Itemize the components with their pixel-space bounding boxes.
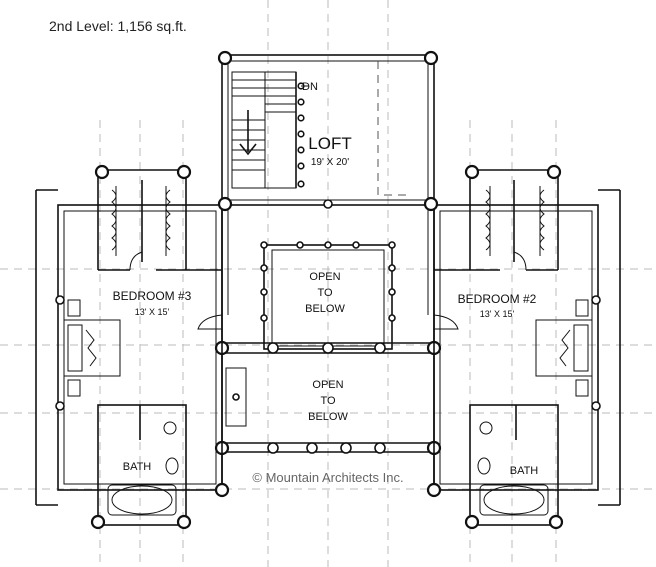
bedroom3-size: 13' X 15' <box>135 307 170 317</box>
loft-name: LOFT <box>308 134 351 153</box>
bedroom2-size: 13' X 15' <box>480 309 515 319</box>
door-swings <box>129 251 527 330</box>
bedroom2-name: BEDROOM #2 <box>458 292 537 306</box>
bath-left-name: BATH <box>123 461 152 473</box>
upper-open-line1: OPEN <box>309 271 340 283</box>
lower-open-line1: OPEN <box>312 379 343 391</box>
loft-size: 19' X 20' <box>311 157 349 168</box>
center-post <box>323 199 333 209</box>
bath-right-name: BATH <box>510 465 539 477</box>
center-beam <box>214 340 442 356</box>
stair-direction-label: DN <box>302 81 318 93</box>
level-title: 2nd Level: 1,156 sq.ft. <box>49 18 187 34</box>
lower-open-line2: TO <box>320 395 336 407</box>
stair-rail-posts <box>297 82 309 188</box>
bedroom3-name: BEDROOM #3 <box>113 289 192 303</box>
bedroom3-posts <box>55 164 192 411</box>
upper-open-line3: BELOW <box>305 303 345 315</box>
copyright-text: © Mountain Architects Inc. <box>252 470 403 485</box>
loft-corner-posts <box>214 50 442 498</box>
lower-open-line3: BELOW <box>308 411 348 423</box>
bedroom3-walls <box>35 169 223 530</box>
staircase <box>231 71 297 189</box>
bedroom2-posts <box>464 164 601 411</box>
bedroom2-walls <box>433 169 621 530</box>
upper-open-line2: TO <box>317 287 333 299</box>
